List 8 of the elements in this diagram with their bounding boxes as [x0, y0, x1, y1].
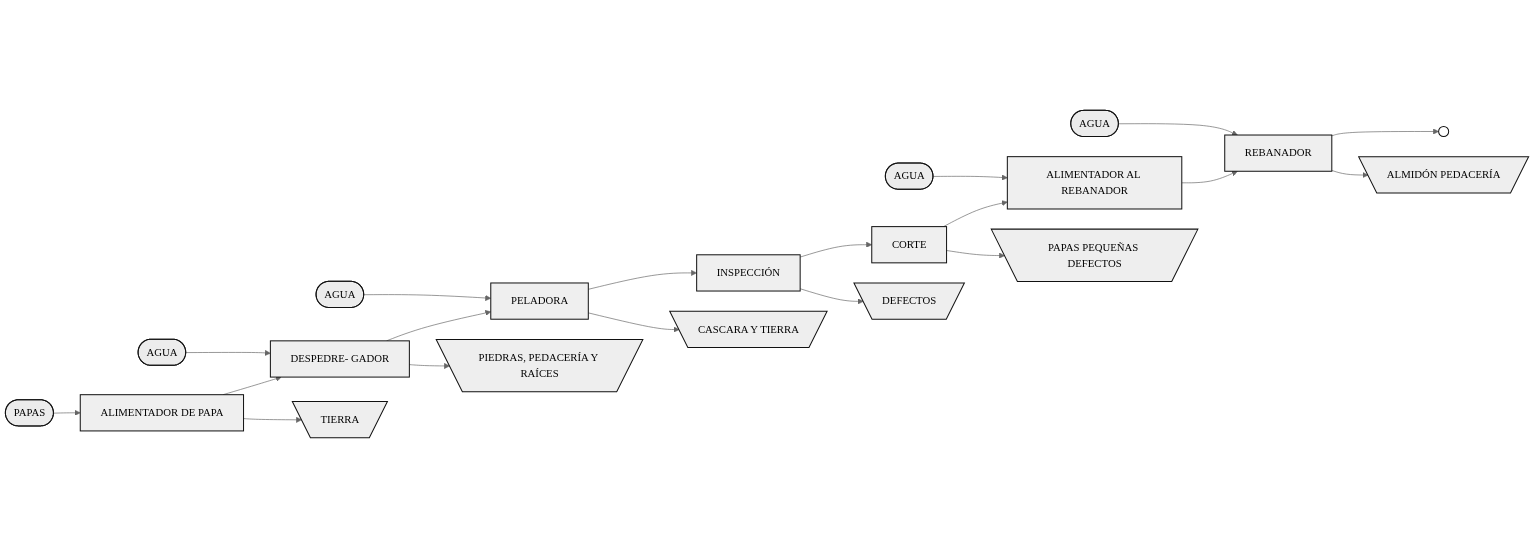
- node-box: REBANADOR: [1224, 134, 1333, 172]
- node-box: ALIMENTADOR AL REBANADOR: [1006, 156, 1183, 210]
- node-circle: [1438, 125, 1450, 138]
- node-box: DESPEDRE- GADOR: [269, 340, 410, 378]
- node-box: ALIMENTADOR DE PAPA: [79, 394, 245, 432]
- node-box: INSPECCIÓN: [696, 254, 801, 292]
- node-box: PELADORA: [490, 282, 589, 320]
- node-box: CORTE: [871, 226, 948, 264]
